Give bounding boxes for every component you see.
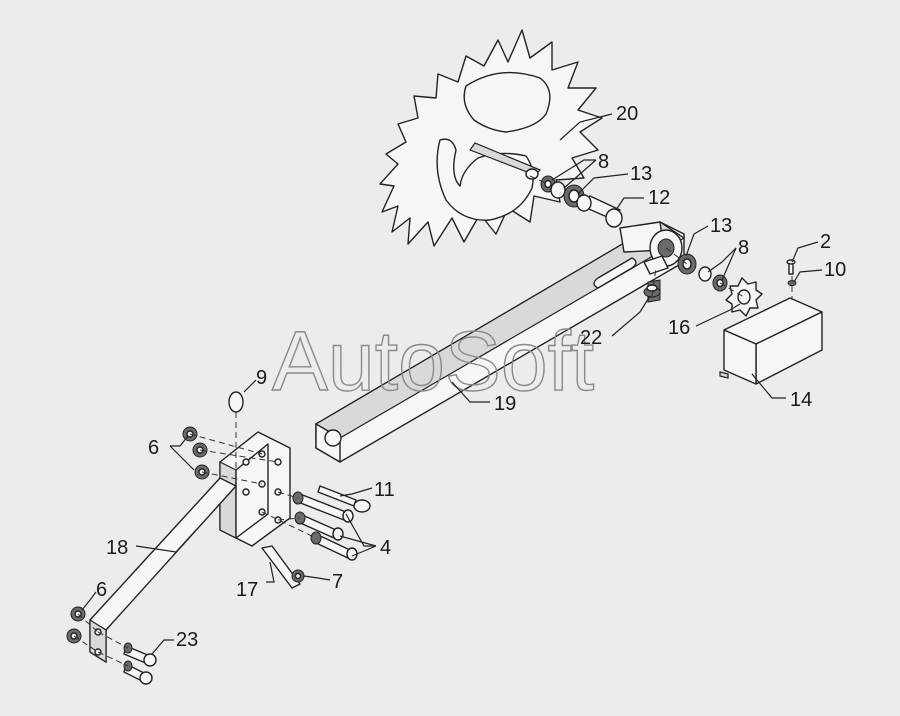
callout-19: 19 <box>494 393 516 415</box>
callout-4: 4 <box>380 537 391 559</box>
callout-20: 20 <box>616 103 638 125</box>
callout-22: 22 <box>580 327 602 349</box>
callout-6-lower: 6 <box>96 579 107 601</box>
callout-7: 7 <box>332 571 343 593</box>
callout-13-upper: 13 <box>630 163 652 185</box>
callout-8-right: 8 <box>738 237 749 259</box>
callout-9: 9 <box>256 367 267 389</box>
callout-14: 14 <box>790 389 812 411</box>
callout-18: 18 <box>106 537 128 559</box>
callout-8-upper: 8 <box>598 151 609 173</box>
callout-17: 17 <box>236 579 258 601</box>
callout-6-upper: 6 <box>148 437 159 459</box>
right-bearing-set <box>677 253 728 292</box>
callout-12: 12 <box>648 187 670 209</box>
bolts <box>123 485 371 685</box>
callout-10: 10 <box>824 259 846 281</box>
callout-2: 2 <box>820 231 831 253</box>
assembly-lines <box>73 175 793 667</box>
upper-bearing-set <box>540 175 623 228</box>
bolt-and-washer <box>786 259 797 286</box>
cover <box>719 297 823 385</box>
grease-fitting <box>643 284 661 298</box>
nuts-upper <box>182 426 210 480</box>
small-sprocket <box>725 277 763 317</box>
callout-16: 16 <box>668 317 690 339</box>
leader-lines <box>81 113 823 655</box>
callout-11: 11 <box>374 479 395 501</box>
callout-labels: 20 8 13 12 13 8 2 10 16 22 14 19 9 6 11 … <box>96 103 846 651</box>
sprocket-wheel <box>379 29 603 247</box>
long-bar <box>89 477 237 664</box>
watermark-text: AutoSoft <box>272 314 594 408</box>
clip-and-nut <box>261 545 305 589</box>
callout-13-right: 13 <box>710 215 732 237</box>
mounting-bracket <box>219 431 291 547</box>
lynch-pin <box>228 391 244 413</box>
callout-23: 23 <box>176 629 198 651</box>
